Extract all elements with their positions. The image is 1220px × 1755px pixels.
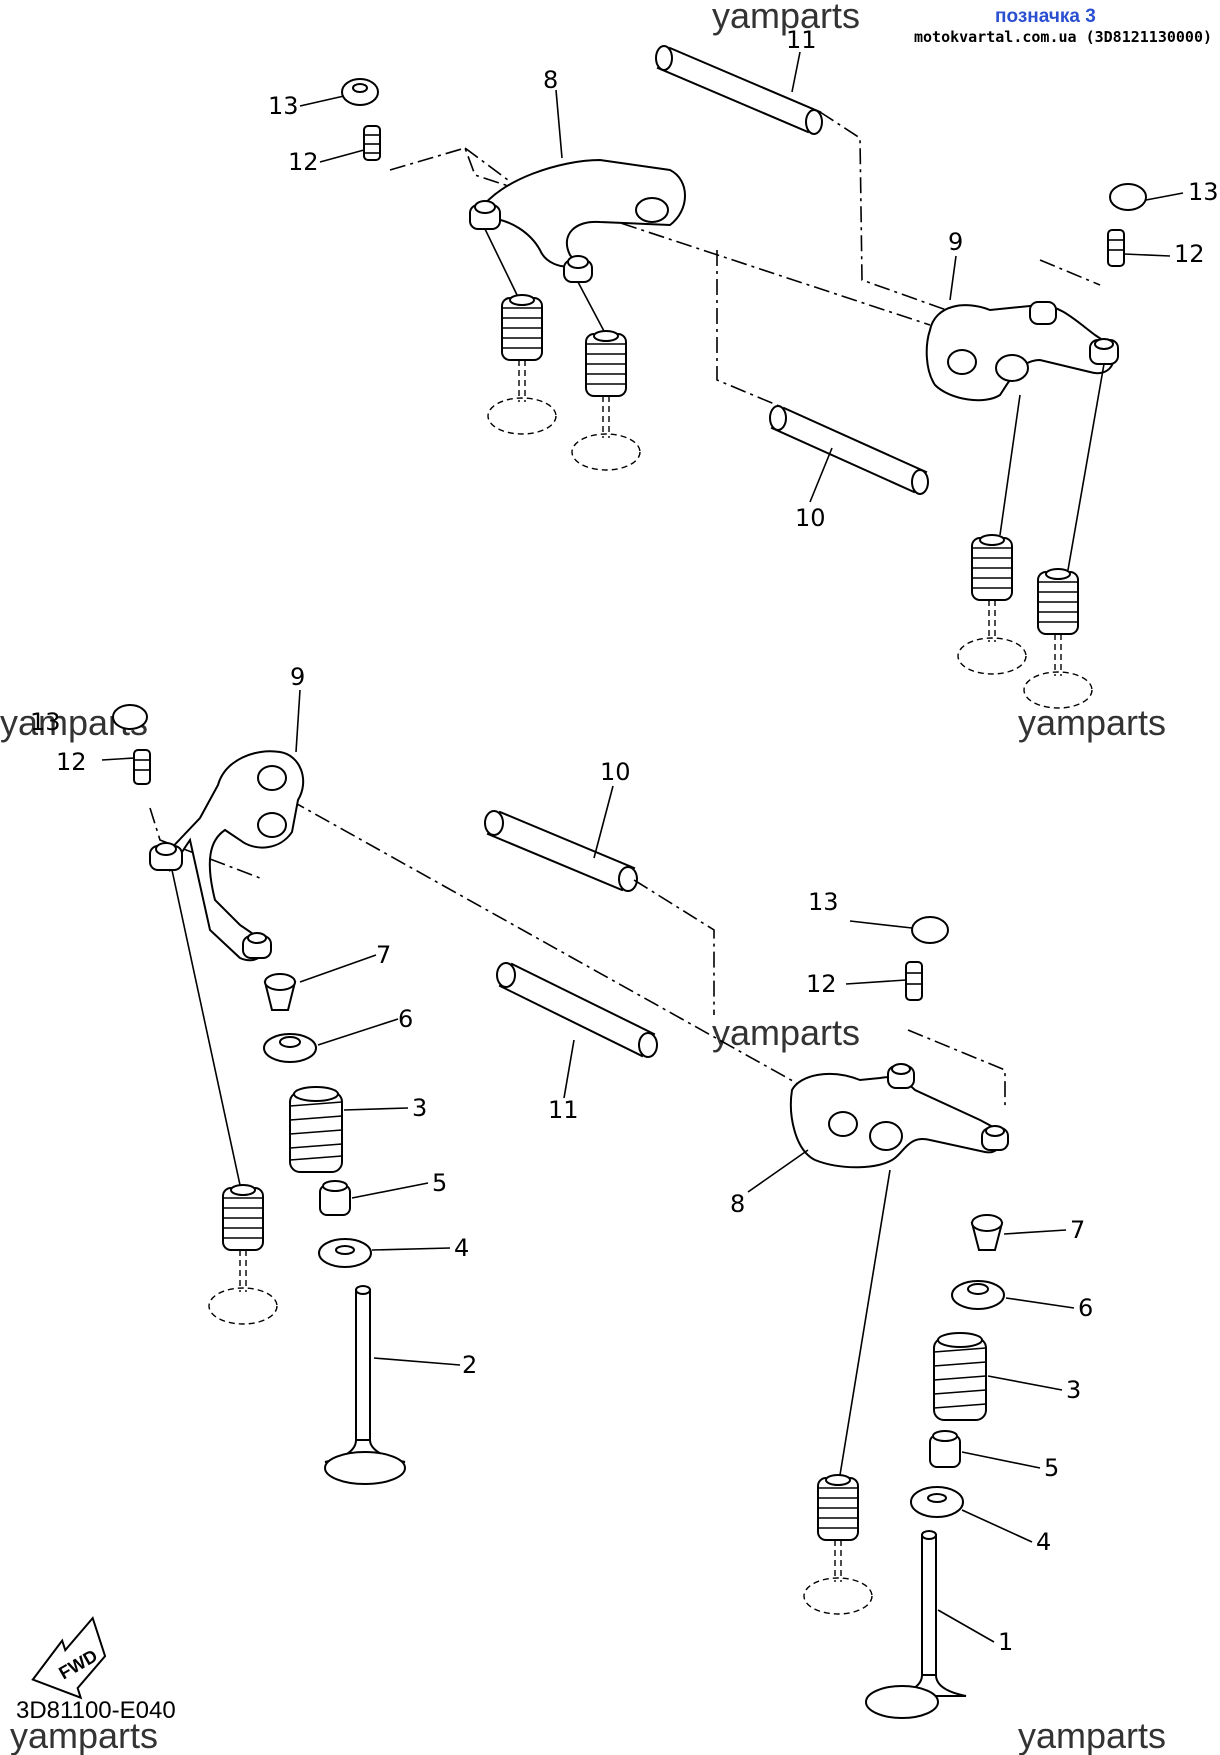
spring-seat-4-left — [318, 1238, 372, 1268]
callout-11: 11 — [548, 1096, 579, 1124]
callout-8: 8 — [543, 66, 558, 94]
adjusting-screw-12-upper-right — [1107, 229, 1125, 267]
callout-7: 7 — [376, 941, 391, 969]
diagram-code: 3D81100-E040 — [16, 1697, 176, 1724]
valve-spring-3-left — [289, 1086, 343, 1173]
rocker-arm-9-upper — [925, 301, 1119, 402]
adjusting-screw-12-lower-right — [905, 961, 923, 1001]
valve-spring-assembly — [487, 294, 557, 435]
upper-valve-train — [299, 45, 1184, 709]
callout-13: 13 — [30, 708, 61, 736]
callout-9: 9 — [290, 663, 305, 691]
valve-stem-seal-5-left — [319, 1180, 351, 1216]
adjusting-screw-12-lower-left — [133, 749, 151, 785]
valve-spring-assembly — [208, 1184, 278, 1325]
callout-13: 13 — [808, 888, 839, 916]
callout-11: 11 — [786, 26, 817, 54]
callout-12: 12 — [1174, 240, 1205, 268]
locknut-13-lower-right — [911, 916, 949, 944]
valve-spring-assembly — [1023, 568, 1093, 709]
callout-13: 13 — [1188, 178, 1219, 206]
callout-4: 4 — [454, 1234, 469, 1262]
intake-valve-1 — [865, 1530, 967, 1719]
callout-9: 9 — [948, 228, 963, 256]
valve-stem-seal-5-right — [929, 1430, 961, 1468]
callout-10: 10 — [600, 758, 631, 786]
callout-7: 7 — [1070, 1216, 1085, 1244]
watermark: yamparts — [1018, 1715, 1166, 1755]
watermark: yamparts — [712, 1012, 860, 1053]
callout-3: 3 — [1066, 1376, 1081, 1404]
valve-cotter-7-left — [263, 973, 297, 1011]
adjusting-screw-12-upper-left — [363, 125, 381, 161]
rocker-shaft-10-upper — [769, 405, 929, 495]
callout-5: 5 — [432, 1169, 447, 1197]
lower-valve-train — [101, 689, 1075, 1719]
locknut-13-lower-left — [112, 704, 148, 730]
callout-6: 6 — [398, 1005, 413, 1033]
source-caption: motokvartal.com.ua (3D8121130000) — [913, 28, 1212, 46]
watermark: yamparts — [712, 0, 860, 36]
valve-spring-assembly — [803, 1474, 873, 1615]
callout-12: 12 — [56, 748, 87, 776]
valve-cotter-7-right — [970, 1214, 1004, 1251]
exhaust-valve-2 — [324, 1285, 406, 1485]
callout-12: 12 — [806, 970, 837, 998]
rocker-shaft-11-upper — [655, 45, 823, 135]
callout-1: 1 — [998, 1628, 1013, 1656]
callout-8: 8 — [730, 1190, 745, 1218]
rocker-shaft-10-lower — [484, 810, 638, 892]
spring-retainer-6-right — [951, 1280, 1005, 1310]
callout-4: 4 — [1036, 1528, 1051, 1556]
rocker-arm-8-lower — [789, 1063, 1009, 1169]
watermark: yamparts — [1018, 702, 1166, 743]
callout-2: 2 — [462, 1351, 477, 1379]
locknut-13-upper-left — [341, 78, 379, 106]
valve-spring-assembly — [571, 330, 641, 471]
callout-3: 3 — [412, 1094, 427, 1122]
callout-12: 12 — [288, 148, 319, 176]
callout-5: 5 — [1044, 1454, 1059, 1482]
reference-label: позначка 3 — [995, 6, 1096, 27]
rocker-arm-9-lower — [149, 750, 305, 962]
callout-10: 10 — [795, 504, 826, 532]
rocker-arm-8-upper — [469, 158, 686, 283]
locknut-13-upper-right — [1109, 183, 1147, 211]
spring-seat-4-right — [910, 1486, 964, 1518]
valve-spring-assembly — [957, 534, 1027, 675]
valve-spring-3-right — [933, 1332, 987, 1421]
callout-13: 13 — [268, 92, 299, 120]
rocker-shaft-11-lower — [496, 962, 658, 1058]
callout-6: 6 — [1078, 1294, 1093, 1322]
spring-retainer-6-left — [263, 1033, 317, 1063]
watermark: yamparts — [10, 1715, 158, 1755]
